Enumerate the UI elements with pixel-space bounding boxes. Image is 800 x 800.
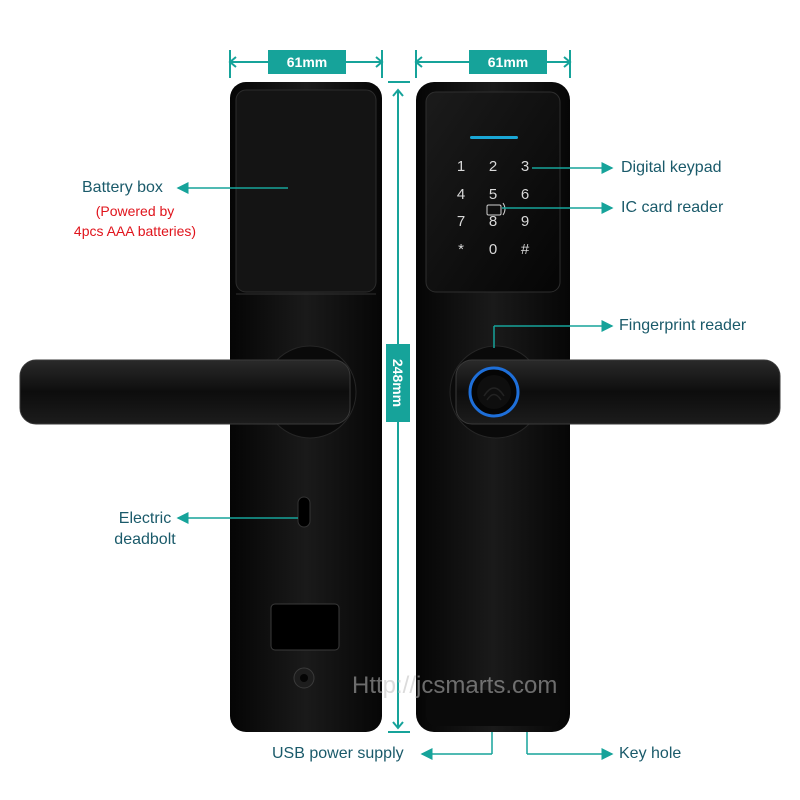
battery-note-line2: 4pcs AAA batteries) bbox=[73, 223, 197, 239]
key-1[interactable]: 1 bbox=[456, 158, 466, 175]
right-width-label: 61mm bbox=[469, 50, 547, 74]
key-8[interactable]: 8 bbox=[488, 213, 498, 230]
battery-note-line1: (Powered by bbox=[95, 203, 175, 219]
usb-power-supply-label: USB power supply bbox=[272, 745, 404, 762]
electric-deadbolt-label-line2: deadbolt bbox=[114, 531, 176, 548]
key-3[interactable]: 3 bbox=[520, 158, 530, 175]
height-label-text: 248mm bbox=[390, 358, 406, 408]
key-hash[interactable]: # bbox=[520, 241, 530, 258]
left-width-label: 61mm bbox=[268, 50, 346, 74]
key-4[interactable]: 4 bbox=[456, 186, 466, 203]
key-6[interactable]: 6 bbox=[520, 186, 530, 203]
key-hole-label: Key hole bbox=[619, 745, 682, 762]
watermark: Http://jcsmarts.com bbox=[352, 672, 558, 699]
key-2[interactable]: 2 bbox=[488, 158, 498, 175]
usb-port-window bbox=[270, 603, 340, 651]
indicator-light bbox=[470, 136, 518, 139]
front-lock-body bbox=[416, 82, 570, 732]
electric-deadbolt-label-line1: Electric bbox=[118, 510, 172, 527]
fingerprint-sensor bbox=[468, 366, 520, 418]
callout-lines bbox=[176, 162, 614, 760]
battery-box-label: Battery box bbox=[82, 179, 163, 196]
height-label: 248mm bbox=[386, 344, 410, 422]
card-reader-icon bbox=[486, 202, 506, 216]
deadbolt-slot bbox=[297, 496, 311, 528]
ic-card-reader-label: IC card reader bbox=[621, 199, 724, 216]
key-9[interactable]: 9 bbox=[520, 213, 530, 230]
rear-handle bbox=[19, 359, 351, 425]
battery-cover bbox=[235, 89, 377, 293]
key-7[interactable]: 7 bbox=[456, 213, 466, 230]
key-5[interactable]: 5 bbox=[488, 186, 498, 203]
keypad-panel bbox=[425, 91, 561, 293]
key-0[interactable]: 0 bbox=[488, 241, 498, 258]
digital-keypad-label: Digital keypad bbox=[621, 159, 722, 176]
fingerprint-reader-label: Fingerprint reader bbox=[619, 317, 747, 334]
keyhole-cover bbox=[426, 690, 560, 726]
front-handle bbox=[455, 359, 781, 425]
key-star[interactable]: * bbox=[458, 241, 464, 258]
